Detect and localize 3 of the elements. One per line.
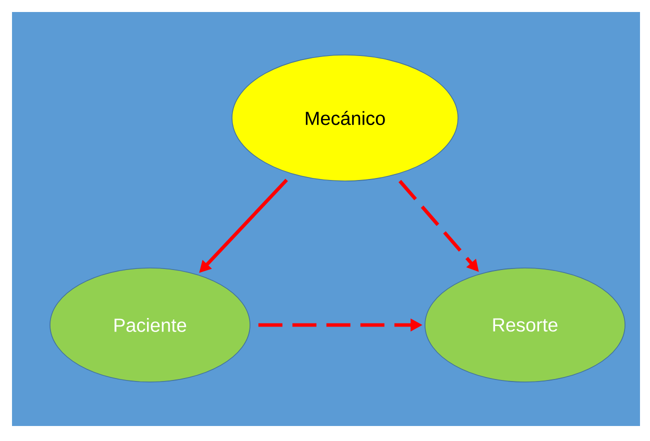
- ellipse-node: Paciente: [50, 268, 250, 382]
- ellipse-node: Mecánico: [232, 54, 458, 182]
- ellipse-node: Resorte: [424, 268, 626, 382]
